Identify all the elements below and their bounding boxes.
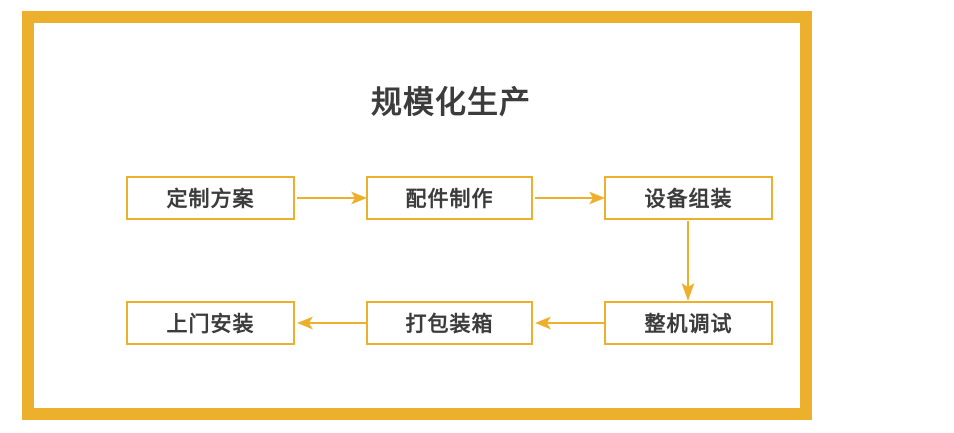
page-title: 规模化生产 — [371, 85, 531, 121]
flow-node-label: 整机调试 — [644, 312, 733, 336]
flow-node-label: 上门安装 — [166, 312, 255, 336]
outer-gold-frame: 规模化生产 定制方案 配件制作 设备组装 — [22, 11, 812, 420]
flow-node-label: 设备组装 — [644, 187, 733, 211]
arrow-left-icon — [535, 311, 605, 335]
arrow-left-icon — [297, 311, 367, 335]
flow-node-label: 配件制作 — [405, 187, 494, 211]
flow-node-label: 定制方案 — [166, 187, 255, 211]
arrow-down-icon — [674, 221, 702, 301]
arrow-right-icon — [297, 186, 367, 210]
flow-node-packing-crating[interactable]: 打包装箱 — [366, 301, 533, 345]
flow-node-onsite-installation[interactable]: 上门安装 — [126, 301, 295, 345]
arrow-right-icon — [535, 186, 605, 210]
flow-node-machine-debugging[interactable]: 整机调试 — [604, 301, 773, 345]
flow-node-custom-plan[interactable]: 定制方案 — [126, 176, 295, 220]
flow-node-parts-making[interactable]: 配件制作 — [366, 176, 533, 220]
flow-node-equipment-assembly[interactable]: 设备组装 — [604, 176, 773, 220]
flow-node-label: 打包装箱 — [405, 312, 494, 336]
